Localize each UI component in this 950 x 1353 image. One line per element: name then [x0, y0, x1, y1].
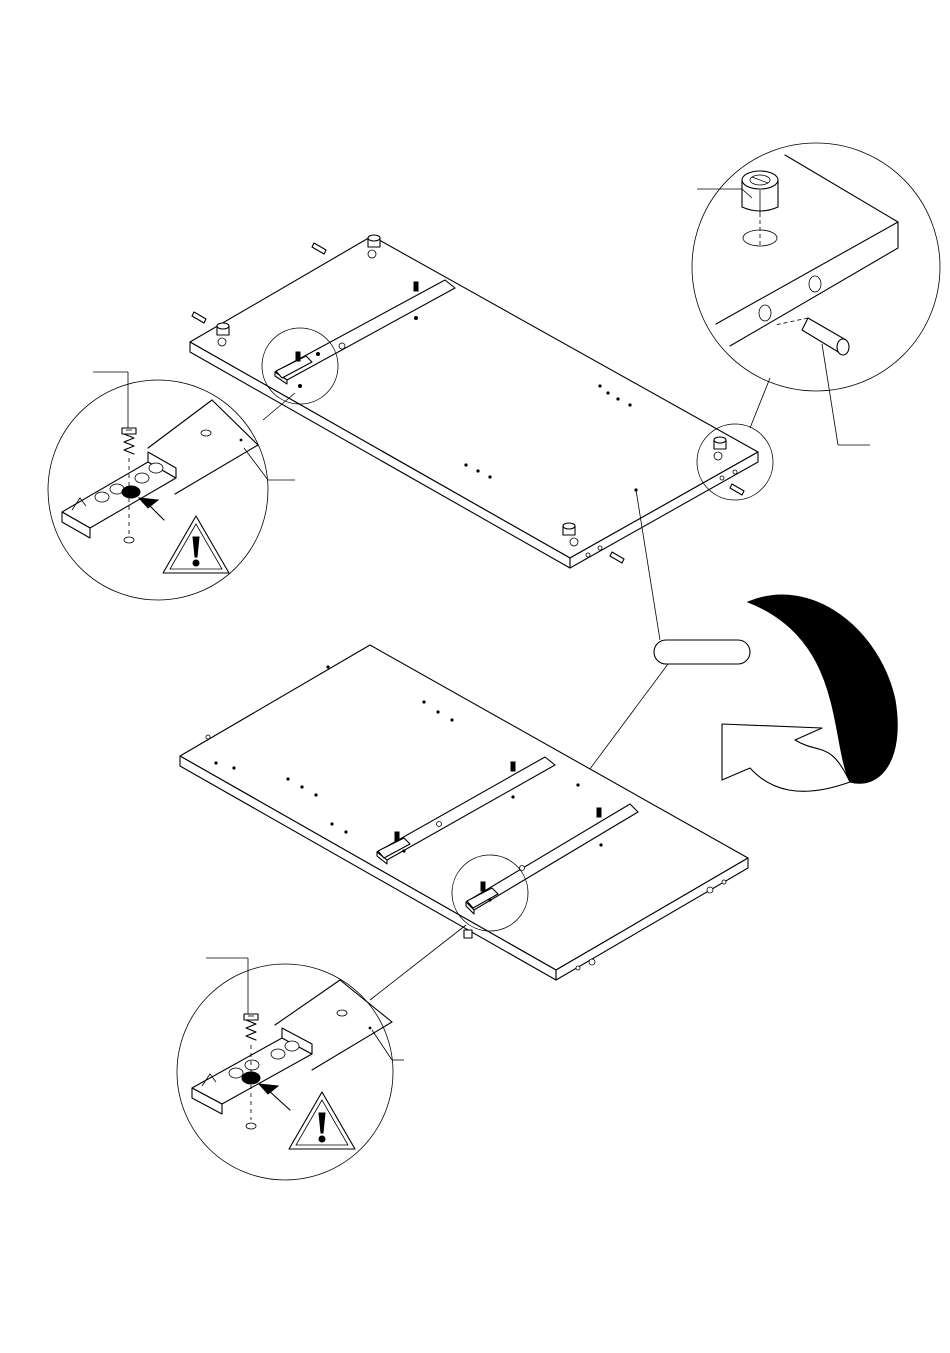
- pointer-arrow: [259, 1084, 278, 1094]
- euro-screw-icon: [93, 372, 136, 454]
- dowel-icon: [802, 318, 849, 355]
- rail-bracket: [62, 452, 176, 538]
- warning-triangle-icon: [163, 516, 229, 573]
- cam-dowel-detail: [692, 143, 940, 445]
- leader-line: [370, 925, 466, 1000]
- dowel-icon: [730, 484, 744, 495]
- rail-bracket: [192, 1028, 312, 1114]
- lower-rail-screw-detail: [177, 925, 466, 1180]
- warning-triangle-icon: [289, 1092, 355, 1149]
- cam-dowel-detail-ring: [692, 143, 940, 391]
- rail-screw-marker: [414, 282, 418, 291]
- upper-rail-screw-detail: [48, 372, 295, 600]
- cam-lock-icon: [742, 171, 778, 213]
- upper-panel: [190, 235, 773, 568]
- dowel-icon: [610, 552, 624, 563]
- rail-hole: [339, 343, 345, 349]
- leader-line: [578, 664, 668, 785]
- lower-panel: [180, 645, 748, 980]
- dowel-icon: [192, 312, 206, 323]
- euro-screw-icon: [206, 958, 258, 1040]
- flip-arrow-icon: [722, 595, 897, 791]
- upper-rail-screw-detail-ring: [48, 380, 268, 600]
- dowel-icon: [312, 243, 326, 254]
- leader-line: [750, 378, 770, 428]
- pointer-arrow: [139, 498, 158, 508]
